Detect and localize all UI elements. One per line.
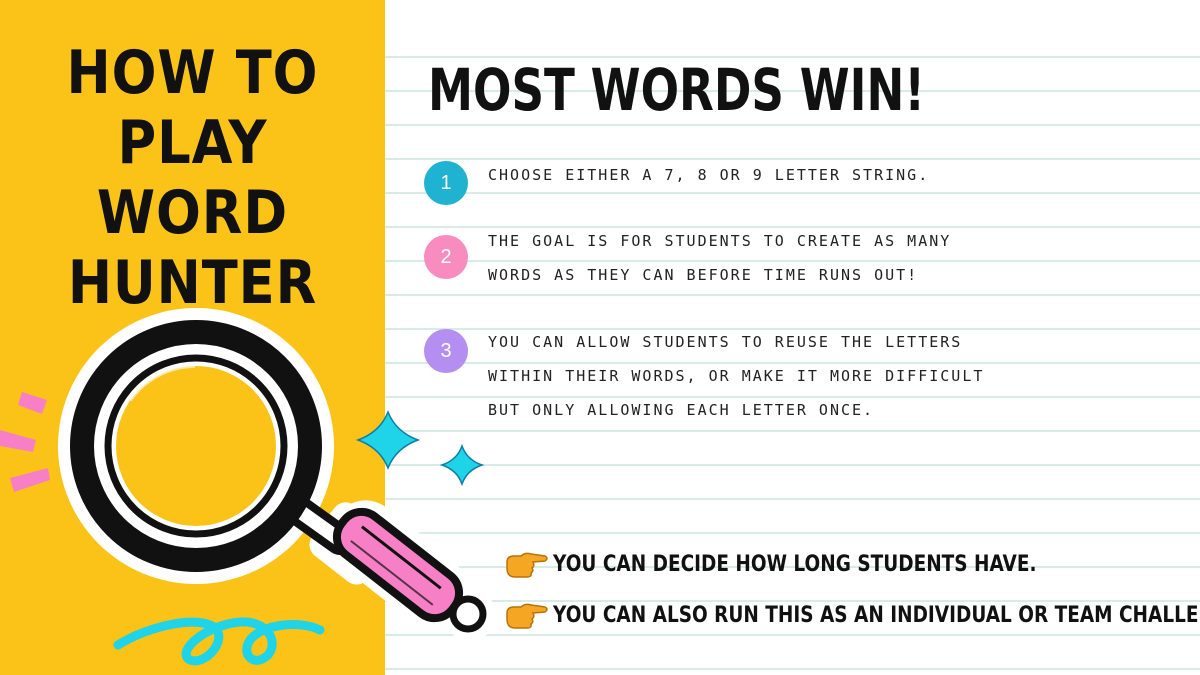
step-1-text: Choose either a 7, 8 or 9 letter string. <box>488 166 930 184</box>
tip-1-text: YOU CAN DECIDE HOW LONG STUDENTS HAVE. <box>553 552 1037 577</box>
tip-2-text: YOU CAN ALSO RUN THIS AS AN INDIVIDUAL O… <box>553 603 1200 628</box>
step-2-text: The goal is for students to create as ma… <box>488 232 952 284</box>
step-3-number-badge: 3 <box>424 329 468 373</box>
main-heading: MOST WORDS WIN! <box>428 56 925 124</box>
left-title-line-2: PLAY WORD <box>96 108 289 248</box>
left-title-line-3: HUNTER <box>67 248 318 318</box>
step-2-number-badge: 2 <box>424 235 468 279</box>
left-title-line-1: HOW TO <box>66 38 319 108</box>
tip-1: YOU CAN DECIDE HOW LONG STUDENTS HAVE. <box>505 545 1129 585</box>
pointing-finger-icon <box>506 603 548 629</box>
step-3-text: You can allow students to reuse the lett… <box>488 333 985 419</box>
pointing-finger-icon <box>506 552 548 578</box>
step-1-number-badge: 1 <box>424 161 468 205</box>
tip-2: YOU CAN ALSO RUN THIS AS AN INDIVIDUAL O… <box>505 596 1200 636</box>
left-title: HOW TO PLAY WORD HUNTER <box>23 38 362 318</box>
left-panel: HOW TO PLAY WORD HUNTER <box>0 0 385 675</box>
